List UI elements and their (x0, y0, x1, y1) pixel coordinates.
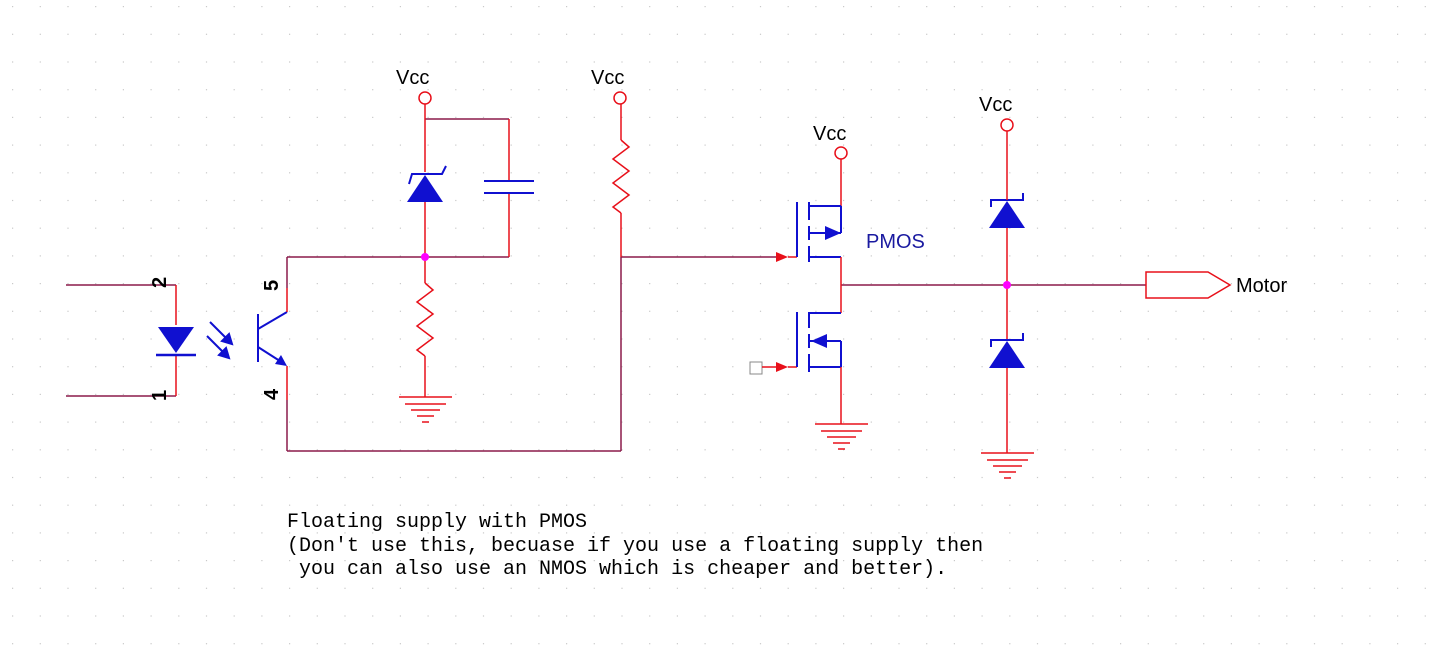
ground-icon (399, 396, 452, 423)
vcc-symbol-2: Vcc (591, 67, 627, 140)
vcc-symbol-4: Vcc (979, 94, 1014, 190)
zener-diode-1 (407, 119, 447, 257)
note-line-1: Floating supply with PMOS (287, 511, 587, 534)
gate-terminal-box (749, 361, 763, 375)
vcc-label-2: Vcc (591, 67, 624, 89)
zener-diode-2 (989, 190, 1025, 285)
phototransistor (257, 311, 288, 366)
note-line-2: (Don't use this, becuase if you use a fl… (287, 535, 983, 558)
vcc-symbol-1: Vcc (396, 67, 432, 119)
motor-output-port: Motor (1145, 271, 1287, 299)
nmos-transistor (749, 285, 842, 424)
pmos-label: PMOS (866, 231, 925, 253)
wires (66, 118, 1146, 452)
note-line-3: you can also use an NMOS which is cheape… (287, 558, 947, 581)
zener-diode-3 (989, 285, 1025, 453)
vcc-label-3: Vcc (813, 123, 846, 145)
vcc-symbol-3: Vcc (813, 123, 848, 206)
gate-arrow-icon (776, 362, 788, 372)
motor-label: Motor (1236, 275, 1287, 297)
vcc-label-4: Vcc (979, 94, 1012, 116)
junction-dot (1003, 281, 1011, 289)
pin-5-label: 5 (261, 280, 283, 291)
background-grid (12, 6, 1426, 645)
gate-arrow-icon (776, 252, 788, 262)
capacitor (484, 119, 534, 257)
pin-1-label: 1 (149, 390, 171, 401)
resistor-2 (611, 139, 631, 257)
junction-dot (421, 253, 429, 261)
ground-icon (981, 452, 1034, 479)
junctions (421, 253, 1011, 289)
led-triangle (158, 327, 194, 353)
resistor-1 (415, 257, 435, 397)
vcc-label-1: Vcc (396, 67, 429, 89)
pin-2-label: 2 (149, 277, 171, 288)
optocoupler: 2 1 5 4 (149, 277, 288, 401)
ground-icon (815, 423, 868, 450)
design-note: Floating supply with PMOS (Don't use thi… (287, 511, 983, 581)
pmos-transistor: PMOS (776, 202, 925, 285)
light-arrows-icon (206, 321, 234, 360)
pin-4-label: 4 (261, 388, 283, 400)
